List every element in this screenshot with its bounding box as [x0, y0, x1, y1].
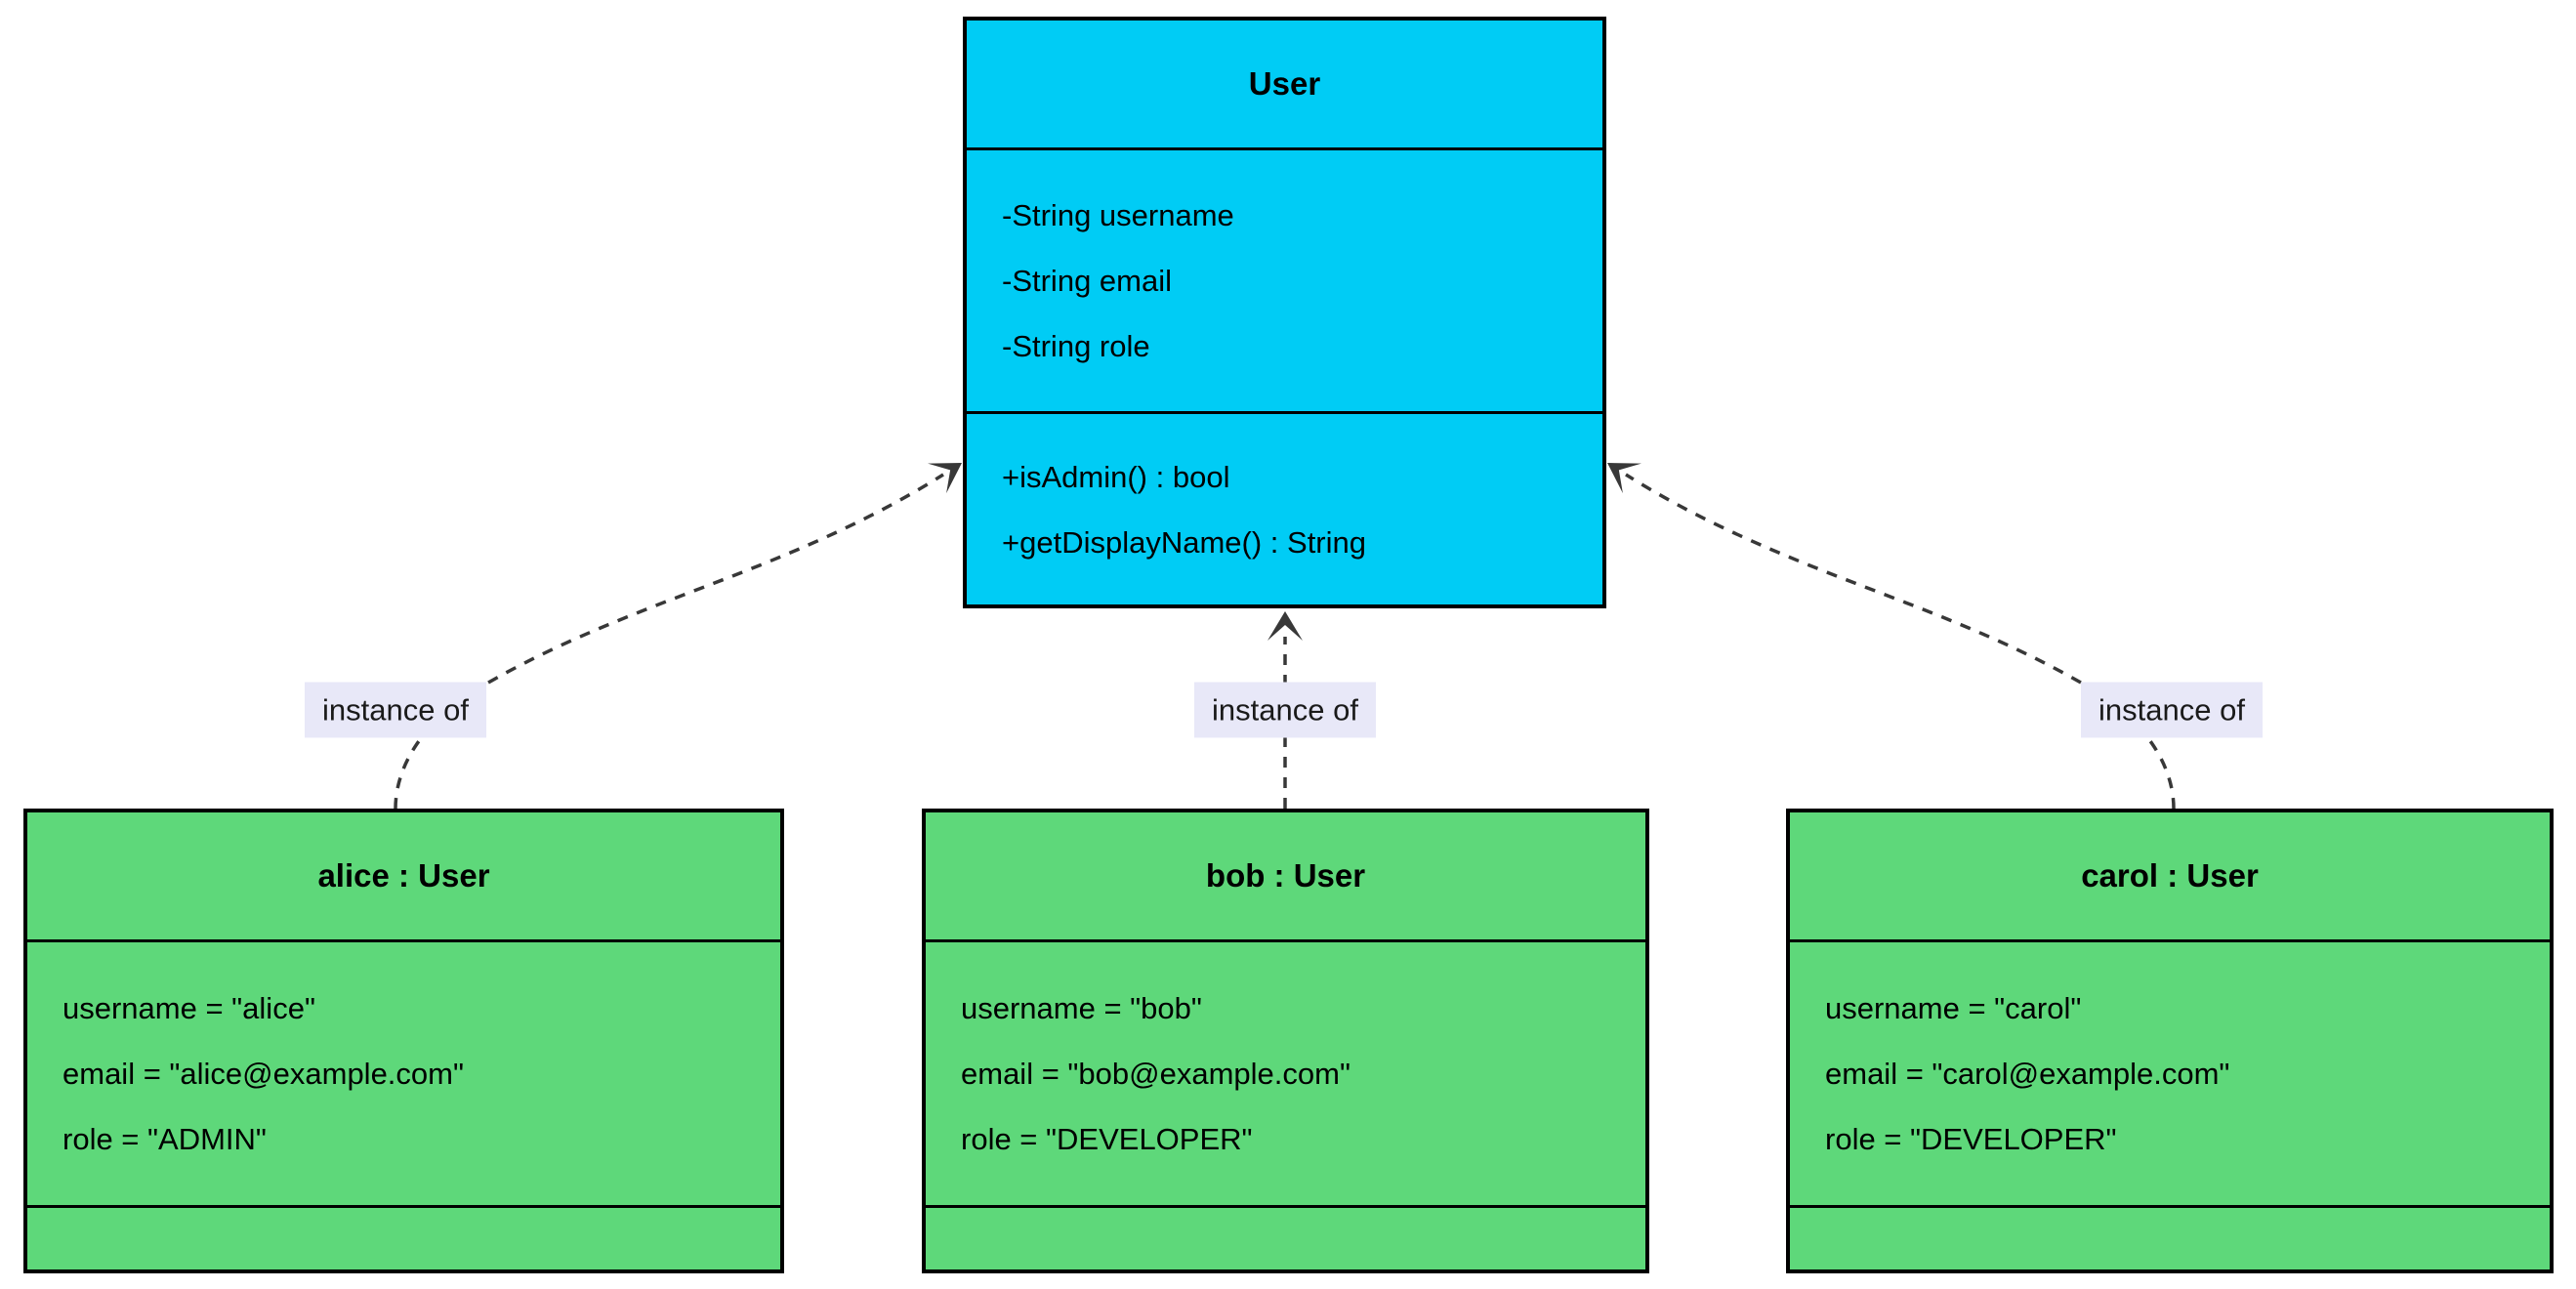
instance-node-carol: carol : User username = "carol" email = … — [1786, 809, 2554, 1273]
instance-fields-compartment: username = "bob" email = "bob@example.co… — [926, 939, 1645, 1205]
instance-empty-compartment — [1790, 1205, 2550, 1269]
class-attribute: -String role — [1002, 329, 1150, 363]
class-attribute: -String username — [1002, 198, 1234, 232]
class-title: User — [1248, 65, 1321, 102]
instance-node-alice: alice : User username = "alice" email = … — [23, 809, 784, 1273]
instance-field: email = "carol@example.com" — [1825, 1057, 2230, 1091]
instance-title: bob : User — [1205, 857, 1366, 894]
class-attributes-compartment: -String username -String email -String r… — [967, 147, 1602, 411]
class-node-user: User -String username -String email -Str… — [963, 17, 1606, 608]
instance-field: email = "alice@example.com" — [62, 1057, 464, 1091]
edge-label-instance-of: instance of — [1194, 682, 1376, 738]
instance-title: carol : User — [2081, 857, 2259, 894]
edge-carol-to-user — [1625, 473, 2176, 810]
instance-title: alice : User — [317, 857, 490, 894]
instance-empty-compartment — [926, 1205, 1645, 1269]
edge-label-instance-of: instance of — [2081, 682, 2263, 738]
instance-field: role = "ADMIN" — [62, 1122, 267, 1156]
class-methods-compartment: +isAdmin() : bool +getDisplayName() : St… — [967, 411, 1602, 604]
instance-field: username = "carol" — [1825, 991, 2082, 1025]
instance-field: username = "bob" — [961, 991, 1202, 1025]
instance-node-bob: bob : User username = "bob" email = "bob… — [922, 809, 1649, 1273]
class-method: +isAdmin() : bool — [1002, 459, 1230, 494]
instance-fields-compartment: username = "alice" email = "alice@exampl… — [27, 939, 780, 1205]
edge-alice-to-user — [394, 473, 944, 810]
instance-empty-compartment — [27, 1205, 780, 1269]
dependency-arrowhead-icon — [1267, 611, 1303, 641]
instance-fields-compartment: username = "carol" email = "carol@exampl… — [1790, 939, 2550, 1205]
instance-field: role = "DEVELOPER" — [1825, 1122, 2117, 1156]
dependency-arrowhead-icon — [928, 463, 962, 494]
edge-label-instance-of: instance of — [305, 682, 486, 738]
class-attribute: -String email — [1002, 264, 1172, 298]
instance-field: email = "bob@example.com" — [961, 1057, 1350, 1091]
class-method: +getDisplayName() : String — [1002, 524, 1366, 560]
dependency-arrowhead-icon — [1607, 463, 1641, 494]
instance-field: username = "alice" — [62, 991, 315, 1025]
instance-field: role = "DEVELOPER" — [961, 1122, 1253, 1156]
